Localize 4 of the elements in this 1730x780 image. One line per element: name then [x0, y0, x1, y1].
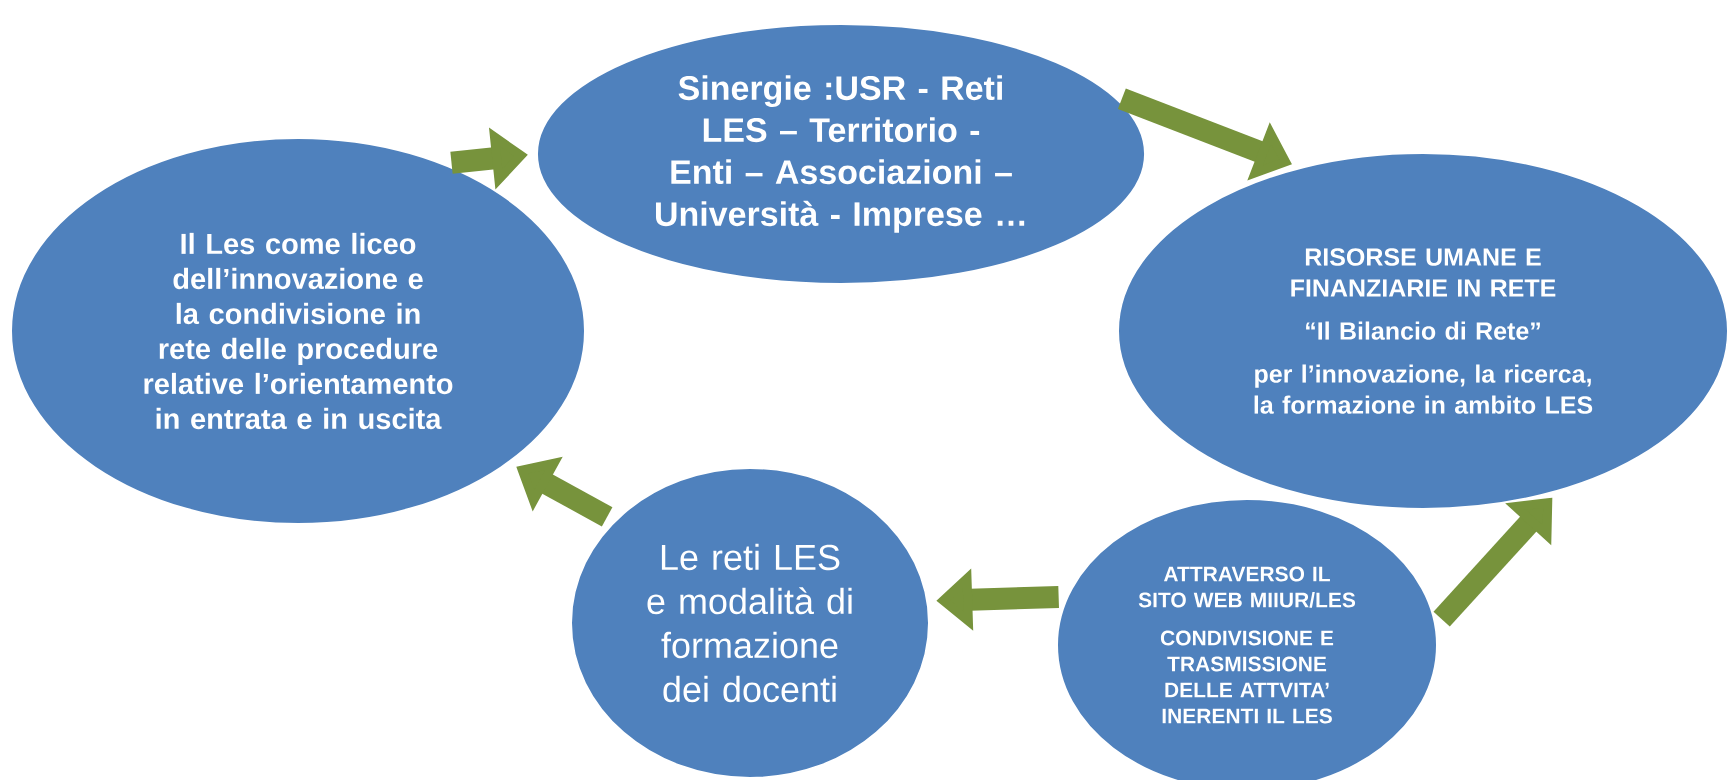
ellipse-node: ATTRAVERSO IL SITO WEB MIIUR/LES CONDIVISIONE E TRASMISSIONE DELLE ATTVITA’ INERENTI IL LES: [1056, 498, 1438, 780]
ellipse-node: Le reti LES e modalità di formazione dei docenti: [570, 467, 930, 779]
ellipse-node: Sinergie :USR - Reti LES – Territorio - Enti – Associazioni – Università - Imprese …: [535, 23, 1147, 285]
ellipse-node: Il Les come liceo dell’innovazione e la condivisione in rete delle procedure relative l’orientamento in entrata e in uscita: [10, 137, 586, 525]
